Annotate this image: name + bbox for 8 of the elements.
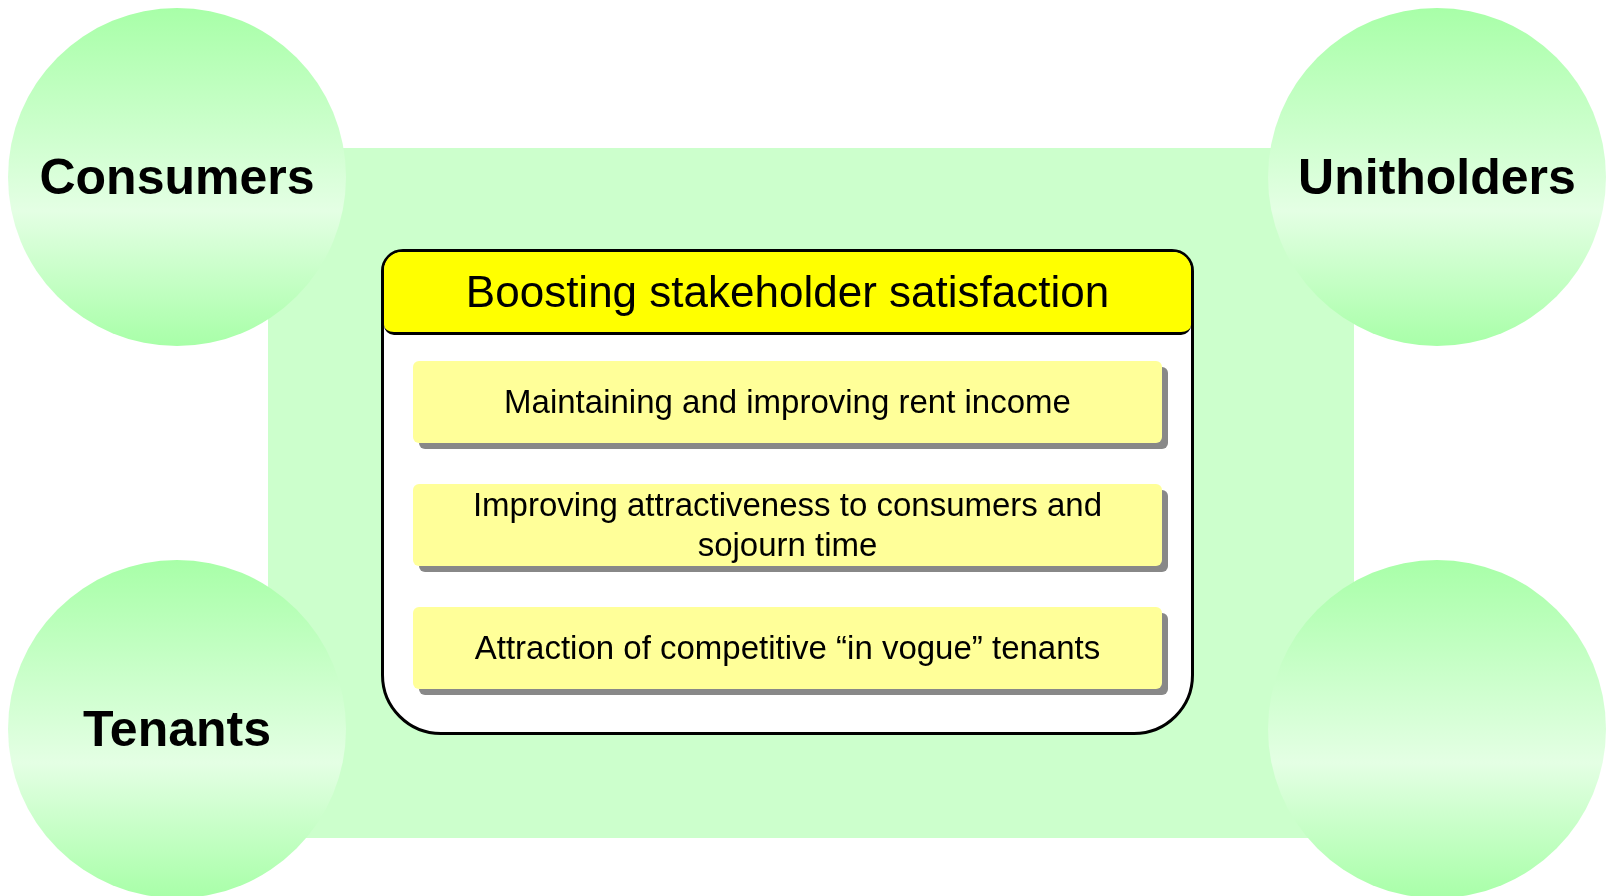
header-bar: Boosting stakeholder satisfaction	[384, 252, 1191, 335]
circle-label: Tenants	[83, 700, 271, 758]
circle-label: Unitholders	[1298, 148, 1576, 206]
item-text: Maintaining and improving rent income	[504, 382, 1071, 422]
item-text: Improving attractiveness to consumers and sojourn time	[471, 485, 1104, 565]
item-text: Attraction of competitive “in vogue” tenants	[474, 628, 1101, 668]
rounded-panel	[381, 249, 1194, 735]
circle-label: Consumers	[39, 148, 315, 206]
